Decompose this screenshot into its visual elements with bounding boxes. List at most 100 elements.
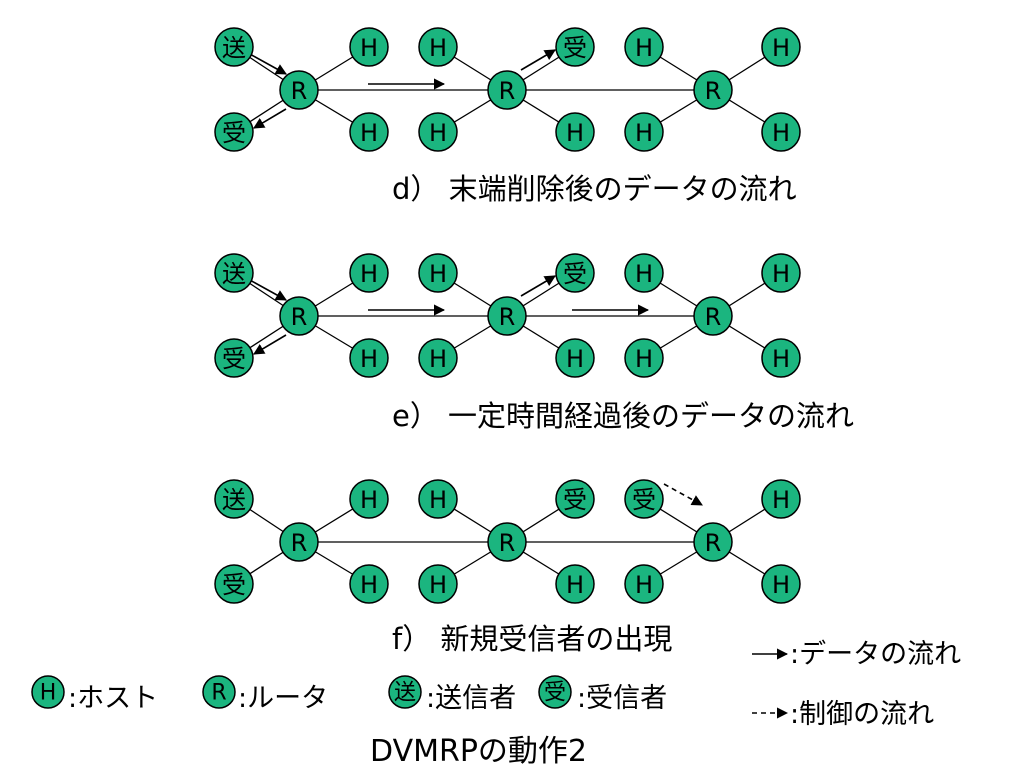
host-node: H [761, 338, 801, 378]
router-node: R [693, 70, 733, 110]
receiver-node: 受 [555, 253, 595, 293]
host-node: H [418, 253, 458, 293]
host-node-circle [624, 564, 664, 604]
host-node-circle [761, 112, 801, 152]
router-node-label: R [291, 529, 308, 557]
sender-node: 送 [214, 479, 254, 519]
legend-router-icon-circle [202, 675, 236, 709]
legend-data-flow-label: :データの流れ [790, 639, 962, 670]
host-node-circle [418, 27, 458, 67]
sender-node-label: 送 [222, 34, 246, 62]
router-node: R [487, 522, 527, 562]
host-node: H [761, 27, 801, 67]
host-node-circle [761, 564, 801, 604]
host-node-circle [624, 112, 664, 152]
legend-router-icon: R [202, 675, 236, 709]
host-node-label: H [429, 34, 447, 62]
sender-node-label: 送 [222, 260, 246, 288]
page-title: DVMRPの動作2 [370, 734, 588, 769]
caption-d: d） 末端削除後のデータの流れ [392, 172, 797, 206]
legend-sender-icon: 送 [388, 675, 422, 709]
caption-e: e） 一定時間経過後のデータの流れ [392, 399, 855, 433]
host-node-label: H [635, 119, 653, 147]
receiver-node: 受 [555, 479, 595, 519]
legend-router-label: :ルータ [238, 683, 329, 714]
router-node: R [279, 70, 319, 110]
host-node: H [349, 564, 389, 604]
router-node-circle [487, 70, 527, 110]
host-node: H [349, 27, 389, 67]
host-node-label: H [566, 119, 584, 147]
receiver-node-new: 受 [624, 479, 664, 519]
data-flow-arrow [520, 275, 556, 297]
host-node: H [349, 253, 389, 293]
receiver-node-circle [214, 564, 254, 604]
legend-receiver-icon-label: 受 [544, 681, 566, 706]
receiver-node-circle [214, 338, 254, 378]
host-node-circle [349, 479, 389, 519]
host-node-label: H [772, 119, 790, 147]
receiver-node-circle [555, 27, 595, 67]
legend-sender-icon-circle [388, 675, 422, 709]
receiver-node-label: 受 [563, 260, 587, 288]
host-node-label: H [360, 119, 378, 147]
data-flow-arrow [247, 278, 287, 301]
router-node-circle [279, 70, 319, 110]
data-flow-arrow [253, 334, 287, 355]
host-node: H [761, 253, 801, 293]
data-flow-arrow [520, 49, 556, 71]
sender-node: 送 [214, 27, 254, 67]
host-node-label: H [566, 571, 584, 599]
host-node-circle [418, 253, 458, 293]
host-node-label: H [360, 34, 378, 62]
host-node-circle [418, 112, 458, 152]
host-node: H [624, 564, 664, 604]
legend-receiver-label: :受信者 [577, 683, 668, 714]
legend-router-icon-label: R [211, 681, 226, 706]
host-node-label: H [429, 571, 447, 599]
host-node-circle [761, 27, 801, 67]
receiver-node-new-circle [624, 479, 664, 519]
router-node: R [487, 70, 527, 110]
legend-sender-label: :送信者 [426, 683, 517, 714]
host-node: H [624, 112, 664, 152]
host-node-label: H [772, 571, 790, 599]
sender-node: 送 [214, 253, 254, 293]
host-node: H [418, 564, 458, 604]
data-flow-arrow [247, 52, 287, 75]
router-node-label: R [291, 77, 308, 105]
host-node-circle [761, 253, 801, 293]
legend-host-icon: H [31, 675, 65, 709]
router-node: R [279, 522, 319, 562]
caption-f: f） 新規受信者の出現 [392, 622, 673, 656]
router-node-circle [487, 296, 527, 336]
router-node-label: R [499, 77, 516, 105]
host-node: H [418, 112, 458, 152]
receiver-node-circle [555, 479, 595, 519]
legend-control-flow-label: :制御の流れ [790, 699, 935, 730]
host-node-circle [624, 338, 664, 378]
host-node: H [624, 253, 664, 293]
host-node: H [418, 479, 458, 519]
host-node-circle [418, 338, 458, 378]
router-node-circle [279, 296, 319, 336]
host-node-circle [349, 27, 389, 67]
host-node-label: H [429, 486, 447, 514]
host-node: H [624, 338, 664, 378]
legend-receiver-icon-circle [538, 675, 572, 709]
host-node-circle [761, 338, 801, 378]
router-node-label: R [499, 303, 516, 331]
legend-receiver-icon: 受 [538, 675, 572, 709]
router-node: R [693, 296, 733, 336]
host-node-label: H [635, 34, 653, 62]
host-node-label: H [772, 345, 790, 373]
host-node-label: H [429, 119, 447, 147]
router-node-label: R [499, 529, 516, 557]
sender-node-circle [214, 27, 254, 67]
host-node-circle [555, 338, 595, 378]
host-node-label: H [566, 345, 584, 373]
receiver-node: 受 [214, 564, 254, 604]
host-node: H [624, 27, 664, 67]
